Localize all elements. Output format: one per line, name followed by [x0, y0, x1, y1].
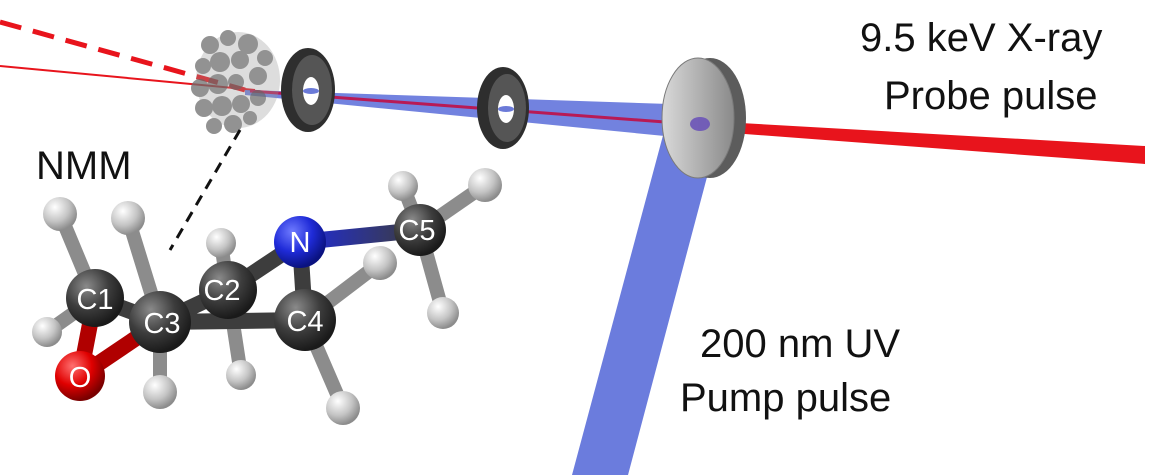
hydrogen-atom [363, 246, 397, 280]
atom-label-c4: C4 [286, 306, 323, 338]
hydrogen-atom [226, 360, 256, 390]
hydrogen-atom [43, 197, 77, 231]
atom-c2 [199, 261, 257, 319]
atom-labels: C1 C3 C2 C4 C5 N O [69, 215, 436, 394]
atom-o [55, 351, 105, 401]
atom-label-o: O [69, 362, 92, 394]
molecule-name-label: NMM [36, 144, 132, 188]
atom-c3 [129, 291, 191, 353]
uv-label-line1: 200 nm UV [700, 322, 901, 366]
aperture-ring-icon [477, 67, 529, 149]
sample-pointer-line [168, 129, 242, 251]
hydrogen-atom [326, 391, 360, 425]
atom-label-c5: C5 [398, 215, 435, 247]
heavy-atoms [55, 204, 446, 401]
hydrogen-atom [32, 317, 62, 347]
hydrogen-atoms [32, 168, 502, 425]
atom-label-n: N [290, 227, 311, 259]
hydrogen-atom [111, 201, 145, 235]
atom-n [274, 216, 326, 268]
hydrogen-atom [206, 228, 236, 258]
xray-label-line1: 9.5 keV X-ray [860, 16, 1103, 60]
uv-pump-beam-down [572, 128, 720, 475]
hydrogen-atom [468, 168, 502, 202]
xray-label-line2: Probe pulse [884, 74, 1098, 118]
uv-label-line2: Pump pulse [680, 376, 892, 420]
aperture-ring-icon [281, 48, 335, 132]
atom-c5 [394, 204, 446, 256]
atom-label-c3: C3 [143, 308, 180, 340]
mirror-icon [661, 57, 746, 179]
nmm-molecule: C1 C3 C2 C4 C5 N O [32, 168, 502, 425]
atom-label-c2: C2 [203, 275, 240, 307]
hydrogen-atom [143, 375, 177, 409]
xray-outgoing-beam [705, 121, 1145, 164]
atom-c1 [66, 269, 124, 327]
atom-c4 [274, 289, 336, 351]
uv-beam-to-sample [245, 90, 706, 140]
hydrogen-atom [427, 297, 459, 329]
sample-cloud-icon [191, 30, 280, 134]
atom-label-c1: C1 [76, 284, 113, 316]
hydrogen-atom [388, 171, 418, 201]
